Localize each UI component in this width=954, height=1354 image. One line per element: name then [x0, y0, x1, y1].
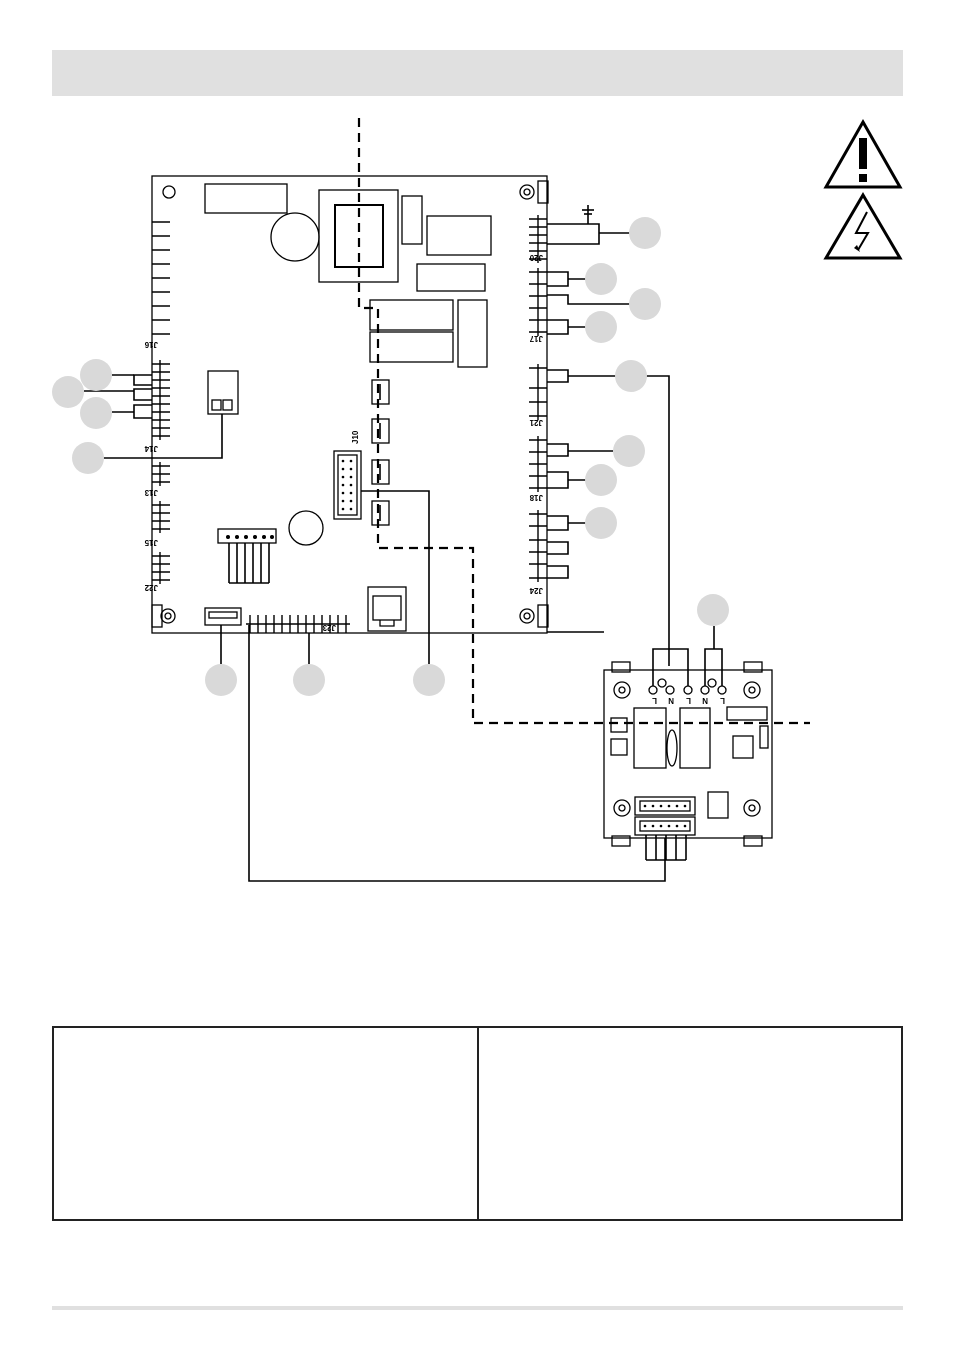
- terminal-label: L: [720, 696, 725, 705]
- pin-header: [217, 528, 277, 544]
- callout-marker: [205, 664, 237, 696]
- relay: [416, 263, 486, 292]
- label-j15: J15: [144, 538, 158, 547]
- rj11-socket: [367, 586, 407, 632]
- callout-marker: [80, 397, 112, 429]
- legend-cell-right: [476, 1028, 902, 1219]
- label-j22: J22: [144, 583, 158, 592]
- connector-j10: [333, 450, 362, 520]
- terminal: [683, 685, 693, 695]
- relay: [369, 299, 454, 331]
- main-board: [151, 175, 548, 634]
- callout-marker: [613, 435, 645, 467]
- callout-marker: [629, 217, 661, 249]
- label-j24: J24: [529, 586, 543, 595]
- transformer: [318, 189, 399, 283]
- relay: [679, 707, 711, 769]
- capacitor: [288, 510, 324, 546]
- header-bar: [52, 50, 903, 96]
- callout-marker: [72, 442, 104, 474]
- callout-marker: [585, 507, 617, 539]
- callout-marker: [80, 359, 112, 391]
- terminal-label: N: [668, 696, 674, 705]
- label-j18: J18: [529, 493, 543, 502]
- electric-hazard-icon: [823, 192, 903, 260]
- callout-marker: [413, 664, 445, 696]
- label-j17: J17: [529, 334, 543, 343]
- label-j20: J20: [529, 253, 543, 262]
- label-j10: J10: [351, 430, 360, 444]
- callout-marker: [52, 376, 84, 408]
- footer-rule: [52, 1306, 903, 1310]
- terminal: [665, 685, 675, 695]
- label-j23: J23: [322, 623, 336, 632]
- label-j21: J21: [529, 418, 543, 427]
- callout-marker: [585, 464, 617, 496]
- label-j13: J13: [144, 488, 158, 497]
- buzzer: [270, 212, 320, 262]
- callout-marker: [629, 288, 661, 320]
- callout-marker: [585, 263, 617, 295]
- mounting-hole: [162, 185, 176, 199]
- terminal: [700, 685, 710, 695]
- callout-marker: [697, 594, 729, 626]
- terminal-label: L: [652, 696, 657, 705]
- terminal-label: N: [702, 696, 708, 705]
- callout-marker: [615, 360, 647, 392]
- callout-marker: [293, 664, 325, 696]
- legend-table: [52, 1026, 903, 1221]
- terminal: [717, 685, 727, 695]
- legend-cell-left: [54, 1028, 477, 1219]
- warning-triangle-icon: [823, 118, 903, 189]
- relay: [426, 215, 492, 256]
- label-j14: J14: [144, 444, 158, 453]
- terminal-label: L: [686, 696, 691, 705]
- label-j16: J16: [144, 340, 158, 349]
- relay: [369, 331, 454, 363]
- callout-marker: [585, 311, 617, 343]
- relay: [633, 707, 667, 769]
- terminal: [648, 685, 658, 695]
